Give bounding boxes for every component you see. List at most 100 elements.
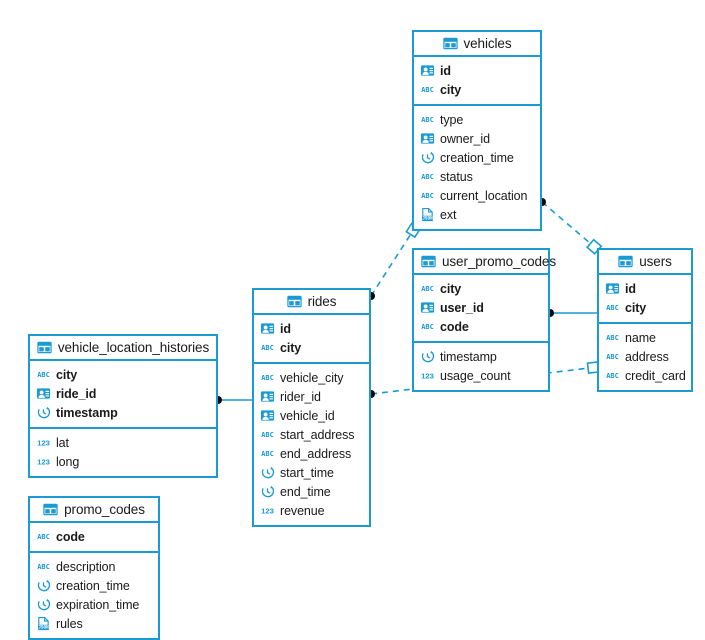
- id-card-icon: [420, 65, 435, 76]
- entity-header[interactable]: promo_codes: [30, 498, 158, 523]
- clock-icon: [36, 597, 51, 612]
- json-icon: JSON: [420, 207, 435, 222]
- svg-text:ABC: ABC: [421, 285, 434, 293]
- field-name: city: [440, 281, 462, 296]
- field-row[interactable]: ABC code: [30, 527, 158, 546]
- field-row[interactable]: id: [599, 279, 691, 298]
- field-row[interactable]: creation_time: [30, 576, 158, 595]
- table-icon: [442, 36, 458, 51]
- id-card-icon: [260, 321, 275, 336]
- clock-icon: [37, 406, 51, 419]
- field-row[interactable]: timestamp: [414, 347, 548, 366]
- field-row[interactable]: owner_id: [414, 129, 540, 148]
- relationship-vehicles-users: [538, 198, 603, 255]
- table-icon: [421, 254, 436, 269]
- field-name: usage_count: [440, 368, 511, 383]
- field-name: expiration_time: [56, 597, 140, 612]
- clock-icon: [261, 466, 275, 479]
- 123-icon: 123: [37, 438, 50, 447]
- field-row[interactable]: rider_id: [254, 387, 369, 406]
- field-row[interactable]: ride_id: [30, 384, 216, 403]
- entity-header[interactable]: rides: [254, 290, 369, 315]
- id-card-icon: [605, 281, 620, 296]
- svg-text:ABC: ABC: [261, 450, 274, 458]
- field-row[interactable]: id: [254, 319, 369, 338]
- field-row[interactable]: start_time: [254, 463, 369, 482]
- relationship-line: [370, 225, 417, 297]
- field-row[interactable]: ABC city: [414, 279, 548, 298]
- field-name: lat: [56, 435, 69, 450]
- svg-text:ABC: ABC: [421, 116, 434, 124]
- abc-icon: ABC: [37, 533, 50, 541]
- abc-icon: ABC: [420, 112, 435, 127]
- entity-title: user_promo_codes: [442, 254, 556, 269]
- entity-header[interactable]: users: [599, 250, 691, 275]
- entity-title: vehicles: [463, 36, 512, 51]
- field-row[interactable]: id: [414, 61, 540, 80]
- abc-icon: ABC: [421, 86, 434, 94]
- field-name: long: [56, 454, 80, 469]
- field-name: user_id: [440, 300, 484, 315]
- field-row[interactable]: timestamp: [30, 403, 216, 422]
- field-row[interactable]: JSON ext: [414, 205, 540, 224]
- id-card-icon: [420, 131, 435, 146]
- table-icon: [37, 340, 52, 355]
- id-card-icon: [260, 410, 275, 421]
- clock-icon: [37, 598, 51, 611]
- field-row[interactable]: expiration_time: [30, 595, 158, 614]
- field-name: ext: [440, 207, 457, 222]
- svg-text:ABC: ABC: [606, 304, 619, 312]
- abc-icon: ABC: [606, 372, 619, 380]
- field-row[interactable]: 123 lat: [30, 433, 216, 452]
- field-name: creation_time: [440, 150, 514, 165]
- entity-title: users: [639, 254, 672, 269]
- abc-icon: ABC: [36, 529, 51, 544]
- abc-icon: ABC: [260, 427, 275, 442]
- abc-icon: ABC: [420, 82, 435, 97]
- entity-header[interactable]: user_promo_codes: [414, 250, 556, 275]
- svg-text:ABC: ABC: [37, 533, 50, 541]
- abc-icon: ABC: [421, 285, 434, 293]
- field-row[interactable]: vehicle_id: [254, 406, 369, 425]
- field-name: code: [56, 529, 85, 544]
- json-icon: JSON: [38, 616, 49, 631]
- abc-icon: ABC: [420, 169, 435, 184]
- field-row[interactable]: creation_time: [414, 148, 540, 167]
- field-row[interactable]: user_id: [414, 298, 548, 317]
- entity-header[interactable]: vehicle_location_histories: [30, 336, 216, 361]
- abc-icon: ABC: [421, 116, 434, 124]
- id-card-icon: [420, 133, 435, 144]
- field-row[interactable]: end_time: [254, 482, 369, 501]
- abc-icon: ABC: [37, 563, 50, 571]
- table-icon: [37, 341, 52, 354]
- entity-header[interactable]: vehicles: [414, 32, 540, 57]
